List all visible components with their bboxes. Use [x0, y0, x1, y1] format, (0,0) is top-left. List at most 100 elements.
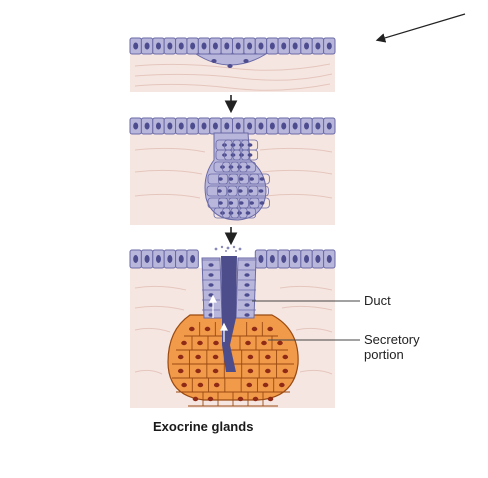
cell-nucleus — [258, 42, 264, 50]
cell-nucleus — [326, 122, 332, 130]
secretory-cell-nucleus — [192, 396, 199, 402]
cell-nucleus — [224, 42, 230, 50]
cell-nucleus — [281, 42, 287, 50]
cell-nucleus — [248, 189, 254, 193]
cell-nucleus — [269, 122, 275, 130]
secretory-cell-nucleus — [245, 340, 251, 346]
cell-nucleus — [167, 255, 173, 263]
stage-1-cell-row — [129, 37, 336, 55]
cell-nucleus — [304, 255, 310, 263]
cell-nucleus — [218, 201, 223, 205]
cell-nucleus — [292, 255, 298, 263]
cell-nucleus — [249, 177, 255, 181]
secretory-portion-label-line2: portion — [364, 347, 404, 362]
cell-nucleus — [144, 122, 150, 130]
cell-nucleus — [190, 122, 196, 130]
cell-nucleus — [315, 255, 321, 263]
cord-cell — [207, 173, 229, 185]
stage-3-cell-row — [129, 249, 336, 269]
secretory-portion-label-line1: Secretory — [364, 332, 420, 347]
secretion-flow-arrows — [209, 294, 228, 342]
secretory-cell-nucleus — [189, 326, 195, 332]
cell-nucleus — [155, 255, 161, 263]
secretory-cell-nucleus — [204, 326, 211, 332]
stage-2-cell-row — [129, 117, 336, 135]
cell-nucleus — [133, 255, 139, 263]
duct-wall-right — [235, 257, 257, 319]
stage-2-epithelium — [129, 117, 336, 225]
cord-cell — [237, 185, 259, 197]
cord-cell — [238, 173, 260, 185]
cord-cell — [228, 173, 249, 185]
cell-nucleus — [249, 201, 255, 205]
duct-cell-nucleus — [208, 273, 214, 277]
cell-nucleus — [258, 255, 264, 263]
cell-nucleus — [238, 177, 244, 181]
secretory-cell-nucleus — [279, 382, 285, 388]
stage-3-gland — [129, 245, 336, 408]
cell-nucleus — [269, 42, 275, 50]
cell-nucleus — [190, 42, 196, 50]
duct-cell-nucleus — [244, 273, 250, 277]
secretory-cell-nucleus — [237, 396, 244, 402]
duct-label: Duct — [364, 293, 391, 308]
secretory-cell-nucleus — [247, 368, 254, 374]
cord-cell — [217, 173, 239, 185]
secretory-cell-nucleus — [265, 354, 271, 360]
cell-nucleus — [259, 177, 265, 181]
duct-cell-nucleus — [208, 293, 214, 297]
cell-nucleus — [217, 189, 222, 193]
secretory-cell-nucleus — [277, 340, 283, 346]
cell-nucleus — [228, 201, 234, 205]
secretory-cell-nucleus — [252, 396, 259, 402]
secretory-cell-nucleus — [177, 354, 184, 360]
cell-nucleus — [258, 122, 264, 130]
cell-nucleus — [190, 255, 196, 263]
cord-cell — [248, 185, 269, 197]
secretory-cell-nucleus — [212, 368, 219, 374]
secretory-cell-nucleus — [181, 382, 187, 388]
cell-nucleus — [227, 189, 233, 193]
secretory-cell-nucleus — [213, 382, 220, 388]
secretory-cell-nucleus — [197, 340, 203, 346]
cell-nucleus — [304, 42, 310, 50]
cell-nucleus — [315, 42, 321, 50]
cell-nucleus — [235, 122, 241, 130]
cell-nucleus — [155, 42, 161, 50]
duct-cell-nucleus — [244, 283, 250, 287]
cell-nucleus — [212, 122, 218, 130]
secretory-cell-nucleus — [282, 368, 289, 374]
cell-nucleus — [228, 177, 234, 181]
cell-nucleus — [167, 122, 173, 130]
secretory-cell-nucleus — [212, 354, 219, 360]
cell-nucleus — [178, 42, 184, 50]
cell-nucleus — [235, 42, 241, 50]
duct-cell-nucleus — [208, 283, 214, 287]
secretory-cell-nucleus — [265, 368, 271, 374]
pointer-arrow — [375, 13, 466, 43]
duct-cell-nucleus — [244, 263, 250, 267]
cell-nucleus — [326, 42, 332, 50]
secretory-cell-nucleus — [207, 396, 214, 402]
duct-cell-nucleus — [244, 303, 250, 307]
cord-cell — [216, 185, 238, 197]
secretory-cell-nucleus — [267, 326, 273, 332]
cell-nucleus — [201, 42, 207, 50]
duct-cell-nucleus — [244, 313, 250, 317]
cord-cell — [249, 197, 270, 209]
cell-nucleus — [245, 211, 251, 215]
duct-cell-nucleus — [208, 303, 214, 307]
secretory-cell-nucleus — [261, 340, 267, 346]
cell-nucleus — [178, 122, 184, 130]
cell-nucleus — [238, 201, 244, 205]
cell-nucleus — [258, 189, 264, 193]
cell-nucleus — [269, 255, 275, 263]
cell-nucleus — [292, 122, 298, 130]
cell-nucleus — [247, 153, 253, 157]
secretory-cell-nucleus — [213, 340, 219, 346]
cell-nucleus — [259, 201, 265, 205]
cord-cell — [239, 161, 257, 173]
cell-nucleus — [247, 42, 253, 50]
stage-1-epithelium — [129, 37, 336, 92]
